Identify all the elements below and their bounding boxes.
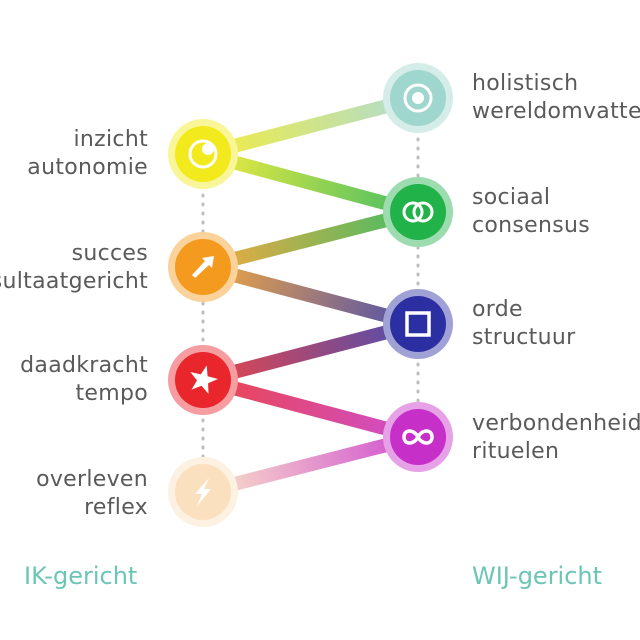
label-line: reflex [84,495,148,520]
dotted-guides [201,128,420,462]
label-line: wereldomvattend [472,99,640,124]
node-double-ring [383,177,453,247]
label-holistisch: holistisch wereldomvattend [472,70,640,126]
square-icon [405,311,431,337]
label-line: inzicht [73,127,148,152]
node-disc [175,126,231,182]
label-verbondenheid: verbondenheid rituelen [472,410,640,466]
label-line: overleven [36,467,148,492]
infinity-icon [402,429,434,445]
connector-line [196,147,425,219]
label-daadkracht: daadkracht tempo [20,352,148,408]
label-line: daadkracht [20,353,148,378]
connector-line [196,373,425,444]
target-icon [403,83,433,113]
connector-line [196,260,425,331]
nodes [168,63,453,527]
connector-line [196,205,425,274]
label-line: autonomie [27,155,148,180]
label-line: succes [71,241,148,266]
label-line: tempo [75,381,148,406]
connector-line [196,91,425,161]
node-disc [390,184,446,240]
label-orde: orde structuur [472,296,575,352]
node-arrow [168,232,238,302]
node-lightning [168,457,238,527]
label-inzicht: inzicht autonomie [27,126,148,182]
label-succes: succes resultaatgericht [0,240,148,296]
connector-line [196,430,425,499]
label-line: holistisch [472,71,579,96]
star-icon [190,365,218,394]
footer-ik-gericht: IK-gericht [24,562,138,590]
arrow-icon [192,256,214,278]
node-circle-dot [168,119,238,189]
node-disc [390,296,446,352]
lightning-icon [195,478,211,506]
label-line: structuur [472,325,576,350]
connector-lines [196,91,425,499]
label-line: sociaal [472,185,551,210]
label-line: consensus [472,213,591,238]
node-star [168,345,238,415]
label-line: orde [472,297,523,322]
connector-line [196,317,425,387]
node-target [383,63,453,133]
label-sociaal: sociaal consensus [472,184,590,240]
footer-wij-gericht: WIJ-gericht [472,562,603,590]
node-square [383,289,453,359]
node-infinity [383,402,453,472]
double-ring-icon [402,201,434,223]
label-line: resultaatgericht [0,269,148,294]
circle-dot-icon [188,139,218,169]
label-overleven: overleven reflex [36,466,148,522]
label-line: rituelen [472,439,560,464]
label-line: verbondenheid [472,411,640,436]
